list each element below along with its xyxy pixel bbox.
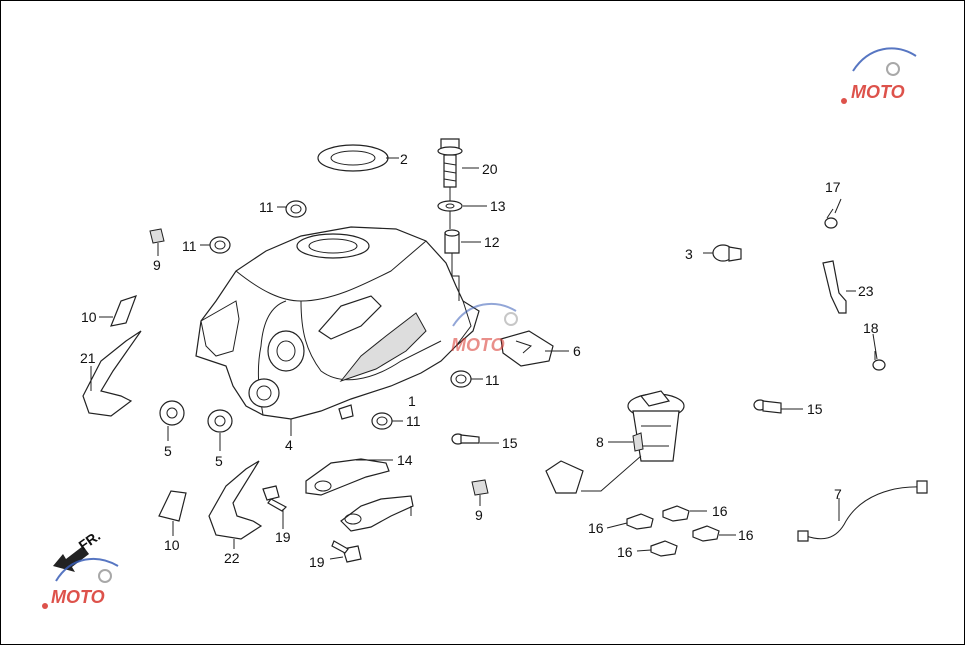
nut-part-16c — [692, 525, 720, 542]
callout-16b: 16 — [588, 520, 604, 536]
bracket-part-1 — [340, 495, 414, 532]
callout-16d: 16 — [617, 544, 633, 560]
gasket-ring-part — [317, 144, 389, 172]
callout-16c: 16 — [738, 527, 754, 543]
damper-part-5b — [207, 409, 233, 433]
fuel-tank-part — [195, 226, 480, 420]
arrow-left-icon — [53, 546, 89, 572]
callout-13: 13 — [490, 198, 506, 214]
pad-part-10b — [158, 490, 187, 522]
grommet-part-11b — [209, 236, 231, 254]
callout-8: 8 — [596, 434, 604, 450]
watermark-text-top: MOTO — [851, 82, 905, 102]
gear-icon — [886, 62, 900, 76]
gear-icon — [504, 312, 518, 326]
leader-lines — [90, 157, 878, 560]
clamp-part-17 — [824, 208, 838, 229]
callout-17: 17 — [825, 179, 841, 195]
callout-16a: 16 — [712, 503, 728, 519]
callout-21: 21 — [80, 350, 96, 366]
callout-12: 12 — [484, 234, 500, 250]
callout-3: 3 — [685, 246, 693, 262]
assembly-guide-line — [449, 187, 460, 301]
watermark-text-bottom: MOTO — [51, 587, 105, 607]
callout-14: 14 — [397, 452, 413, 468]
hose-part-7 — [797, 480, 928, 542]
callout-23: 23 — [858, 283, 874, 299]
callout-2: 2 — [400, 151, 408, 167]
callout-20: 20 — [482, 161, 498, 177]
nut-part-16b — [662, 505, 690, 522]
callout-6: 6 — [573, 343, 581, 359]
screw-part-15b — [753, 399, 782, 414]
washer-part-13 — [437, 200, 463, 212]
pad-part-10a — [110, 295, 137, 327]
callout-9b: 9 — [475, 507, 483, 523]
callout-labels: 1 2 3 4 5 5 6 7 8 9 9 10 10 11 11 11 11 … — [80, 151, 879, 570]
grommet-part-11c — [450, 370, 472, 388]
callout-10b: 10 — [164, 537, 180, 553]
damper-part-5a — [159, 400, 185, 426]
bolt-part-20 — [437, 138, 463, 188]
bolt-part-19a — [262, 485, 287, 512]
front-direction-indicator: FR. — [53, 527, 103, 572]
callout-10a: 10 — [81, 309, 97, 325]
bracket-part-6 — [500, 330, 554, 367]
callout-11b: 11 — [182, 238, 197, 254]
callout-11a: 11 — [259, 199, 274, 215]
gear-icon — [98, 569, 112, 583]
callout-15a: 15 — [502, 435, 518, 451]
joint-part-3 — [712, 244, 742, 262]
callout-18: 18 — [863, 320, 879, 336]
fuel-pump-part-8 — [545, 390, 685, 494]
callout-4: 4 — [285, 437, 293, 453]
clamp-part-18 — [872, 351, 886, 371]
callout-5b: 5 — [215, 453, 223, 469]
watermark-text-middle: MOTO — [451, 335, 505, 355]
watermark-logo-bottom: MOTO — [42, 558, 119, 609]
callout-9a: 9 — [153, 257, 161, 273]
callout-1: 1 — [408, 393, 416, 409]
watermark-logo-top: MOTO — [841, 47, 917, 104]
nut-part-16d — [650, 540, 678, 557]
callout-19a: 19 — [275, 529, 291, 545]
callout-5a: 5 — [164, 443, 172, 459]
screw-part-15a — [451, 433, 480, 445]
nut-part-16a — [626, 513, 654, 530]
grommet-part-11d — [371, 412, 393, 430]
grommet-part-11a — [285, 200, 307, 218]
clip-part-9a — [149, 228, 165, 244]
collar-part-12 — [444, 229, 460, 254]
bolt-part-19b — [331, 540, 362, 563]
callout-22: 22 — [224, 550, 240, 566]
clip-part-9b — [471, 479, 489, 496]
bracket-part-14 — [305, 458, 390, 496]
callout-15b: 15 — [807, 401, 823, 417]
callout-11d: 11 — [406, 413, 421, 429]
side-cover-part-22 — [208, 460, 263, 540]
callout-11c: 11 — [485, 372, 500, 388]
watermark-logo-middle: MOTO — [451, 303, 518, 355]
callout-7: 7 — [834, 486, 842, 502]
side-cover-part-21 — [82, 330, 142, 417]
hose-part-23 — [822, 260, 847, 314]
callout-19b: 19 — [309, 554, 325, 570]
